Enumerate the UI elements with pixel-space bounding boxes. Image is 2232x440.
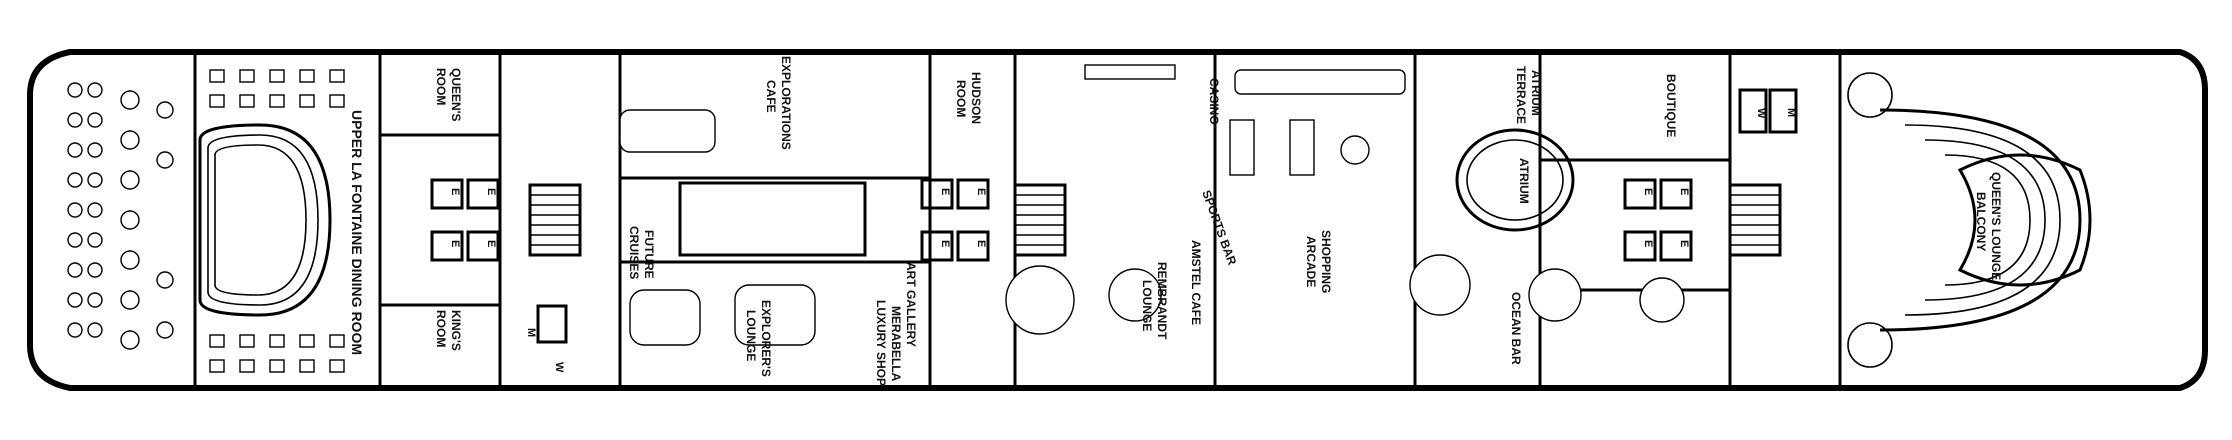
label-rembrandt-2: LOUNGE: [1140, 280, 1154, 331]
elevator-label: E: [975, 188, 987, 195]
elevator-bank-aft: [430, 178, 500, 262]
label-art-gallery: ART GALLERY: [904, 262, 918, 347]
label-boutique: BOUTIQUE: [1664, 74, 1678, 137]
label-future-cruises-1: FUTURE: [642, 230, 656, 279]
label-ocean-bar: OCEAN BAR: [1509, 292, 1523, 365]
label-kings-room-2: ROOM: [434, 310, 448, 347]
label-hudson-room-2: ROOM: [954, 80, 968, 117]
atrium-ellipse: [1455, 128, 1575, 232]
dining-room-oval: [198, 123, 332, 317]
atrium-void: [678, 181, 867, 257]
label-explorations-cafe-2: CAFE: [764, 80, 778, 113]
restroom-women-label: W: [553, 362, 565, 373]
restroom-men-label: M: [525, 328, 537, 337]
dining-tables: [67, 69, 345, 373]
elevator-label: E: [1678, 240, 1690, 247]
section-walls: [193, 55, 1842, 385]
label-queens-room-1: QUEEN'S: [449, 68, 463, 122]
elevator-label: E: [1678, 188, 1690, 195]
label-explorers-lounge-2: LOUNGE: [744, 310, 758, 361]
label-hudson-room-1: HUDSON: [969, 72, 983, 124]
label-shopping-2: ARCADE: [1304, 236, 1318, 287]
elevator-label: E: [939, 188, 951, 195]
label-merabella-2: LUXURY SHOP: [874, 300, 888, 386]
label-rembrandt-1: REMBRANDT: [1155, 262, 1169, 340]
label-casino: CASINO: [1207, 78, 1221, 125]
label-atrium-terrace-2: TERRACE: [1514, 66, 1528, 124]
label-atrium-terrace-1: ATRIUM: [1529, 70, 1543, 116]
label-merabella-1: MERABELLA: [889, 306, 903, 382]
theater-seating: [1847, 72, 2092, 368]
label-atrium: ATRIUM: [1517, 158, 1531, 204]
elevator-label: E: [449, 240, 461, 247]
restroom-women-label: W: [1755, 108, 1767, 119]
label-dining: UPPER LA FONTAINE DINING ROOM: [349, 110, 365, 355]
label-sports-bar: SPORTS BAR: [1199, 188, 1239, 267]
label-amstel-cafe: AMSTEL CAFE: [1189, 240, 1203, 325]
restrooms: [536, 88, 1798, 344]
label-explorers-lounge-1: EXPLORER'S: [759, 300, 773, 377]
elevator-bank-mid: [920, 178, 990, 262]
restroom-men-label: M: [1785, 108, 1797, 117]
label-queens-lounge-2: BALCONY: [1974, 192, 1988, 251]
elevator-label: E: [1642, 240, 1654, 247]
elevator-label: E: [975, 240, 987, 247]
elevator-bank-forward: [1623, 178, 1693, 262]
lounge-furniture: [619, 64, 1685, 346]
elevator-label: E: [939, 240, 951, 247]
elevator-label: E: [1642, 188, 1654, 195]
stairwells: [528, 183, 1782, 257]
label-kings-room-1: KING'S: [449, 310, 463, 351]
label-future-cruises-2: CRUISES: [627, 226, 641, 279]
label-explorations-cafe-1: EXPLORATIONS: [779, 56, 793, 150]
label-queens-room-2: ROOM: [434, 68, 448, 105]
label-queens-lounge-1: QUEEN'S LOUNGE: [1989, 172, 2003, 280]
elevator-label: E: [485, 188, 497, 195]
label-shopping-1: SHOPPING: [1319, 230, 1333, 293]
elevator-label: E: [449, 188, 461, 195]
hull-outline: [27, 49, 2208, 391]
elevator-label: E: [485, 240, 497, 247]
